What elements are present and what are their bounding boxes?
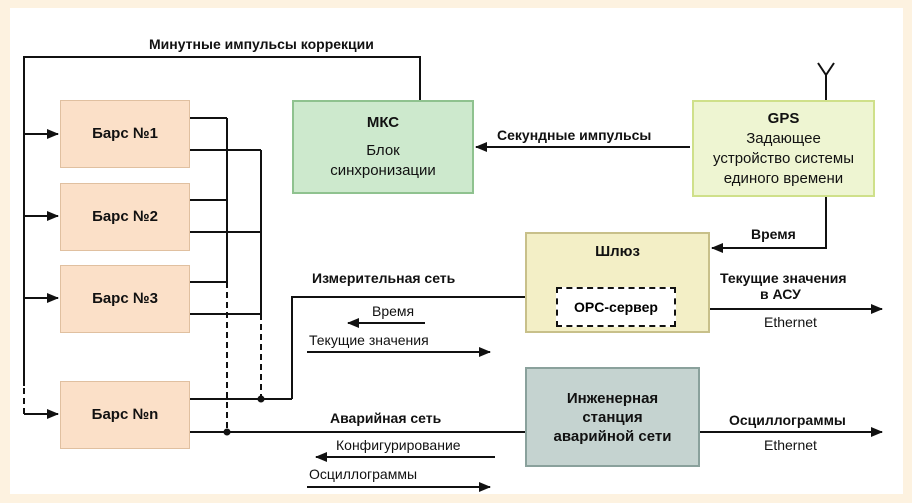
gps-line-3: единого времени [723,169,844,187]
configuring-label: Конфигурирование [336,437,461,453]
bars-3-label: Барс №3 [92,290,158,307]
current-asu-line-2: в АСУ [760,286,801,302]
gps-line-2: устройство системы [713,149,854,167]
current-asu-label: Текущие значения в АСУ [720,270,847,302]
eng-line-2: станция [582,408,643,426]
eng-line-1: Инженерная [566,389,659,407]
mks-title: МКС [366,114,400,131]
mks-line-2: синхронизации [330,162,436,179]
emergency-net-label: Аварийная сеть [330,410,442,426]
ethernet-label-2: Ethernet [764,437,817,453]
current-asu-line-1: Текущие значения [720,270,847,286]
bars-n-label: Барс №n [91,406,159,423]
opc-server-block: OPC-сервер [556,287,676,327]
gateway-title: Шлюз [595,243,640,260]
mks-block: МКС Блок синхронизации [292,100,474,194]
bars-2-label: Барс №2 [92,208,158,225]
engineering-station-block: Инженерная станция аварийной сети [525,367,700,467]
oscillograms-label: Осциллограммы [309,466,418,482]
gps-line-1: Задающее [746,129,821,147]
gps-time-label: Время [751,226,796,242]
minute-pulses-label: Минутные импульсы коррекции [149,36,374,52]
bars-n-block: Барс №n [60,381,190,449]
oscillograms-out-label: Осциллограммы [729,412,846,428]
gps-title: GPS [767,109,800,127]
measurement-net-label: Измерительная сеть [312,270,456,286]
mks-line-1: Блок [366,142,400,159]
second-pulses-label: Секундные импульсы [497,127,652,143]
time-arrow-label: Время [372,303,415,319]
gps-block: GPS Задающее устройство системы единого … [692,100,875,197]
bars-1-block: Барс №1 [60,100,190,168]
opc-server-label: OPC-сервер [574,299,658,315]
ethernet-label-1: Ethernet [764,314,817,330]
bars-2-block: Барс №2 [60,183,190,251]
bars-3-block: Барс №3 [60,265,190,333]
eng-line-3: аварийной сети [553,427,672,445]
bars-1-label: Барс №1 [92,125,158,142]
current-values-label: Текущие значения [309,332,429,348]
